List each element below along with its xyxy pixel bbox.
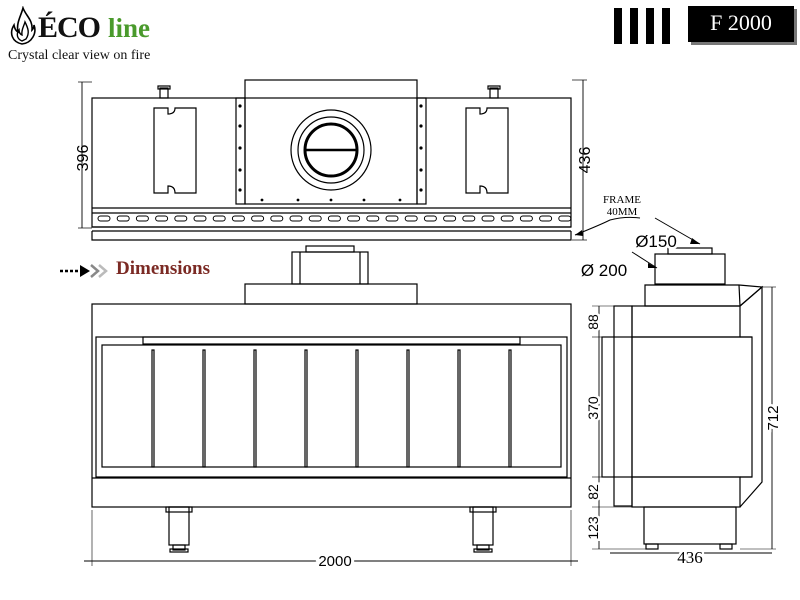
vent-slot	[462, 215, 476, 222]
flame-logo-icon	[10, 6, 36, 45]
dim-side-top: 88	[585, 314, 601, 330]
brand-line: line	[108, 13, 151, 43]
top-view-slot-left	[153, 107, 197, 194]
frame-note-line1: FRAME	[603, 194, 641, 206]
top-view-slot-right	[465, 107, 509, 194]
dim-top-height-left: 396	[75, 145, 92, 172]
vent-slot	[366, 215, 380, 222]
top-view-flue-outer	[290, 109, 372, 191]
vent-slot	[193, 215, 207, 222]
vent-slot	[97, 215, 111, 222]
dim-side-depth: 436	[677, 548, 703, 567]
front-glass-inner	[101, 344, 562, 468]
dimensions-arrow-icon	[60, 264, 108, 278]
vent-slot	[231, 215, 245, 222]
model-badge: F 2000	[688, 6, 794, 42]
front-leg-right	[472, 506, 494, 546]
front-top-box	[244, 283, 418, 305]
dim-flue-outer: Ø150	[635, 232, 677, 251]
vent-slot	[404, 215, 418, 222]
vent-slot	[539, 215, 553, 222]
side-base	[643, 506, 737, 545]
vent-slot	[327, 215, 341, 222]
glass-mullion	[508, 349, 512, 468]
vent-slot	[347, 215, 361, 222]
frame-note-line2: 40MM	[607, 206, 638, 218]
glass-mullion	[457, 349, 461, 468]
brand-eco: ÉCO	[38, 11, 101, 44]
vent-slot	[270, 215, 284, 222]
glass-mullion	[304, 349, 308, 468]
vent-slot	[443, 215, 457, 222]
dim-side-legs: 123	[585, 516, 601, 540]
top-view-flange-left	[235, 97, 246, 205]
vent-slot	[558, 215, 572, 222]
top-view-flange-right	[416, 97, 427, 205]
vent-slot	[500, 215, 514, 222]
vent-slot	[308, 215, 322, 222]
front-flue-collar	[291, 251, 369, 285]
brand-tagline: Crystal clear view on fire	[8, 48, 151, 63]
vent-slot	[385, 215, 399, 222]
vent-slot	[251, 215, 265, 222]
dim-side-glass: 370	[585, 396, 601, 420]
glass-mullion	[355, 349, 359, 468]
vent-slot	[135, 215, 149, 222]
side-glass-panel	[601, 336, 753, 478]
front-body	[91, 303, 572, 508]
vent-slot	[155, 215, 169, 222]
glass-mullion	[151, 349, 155, 468]
glass-mullion	[406, 349, 410, 468]
side-view	[592, 217, 776, 554]
stripes-decoration-icon	[614, 8, 670, 44]
vent-slot	[174, 215, 188, 222]
front-view	[84, 245, 578, 566]
vent-slot	[212, 215, 226, 222]
vent-slot	[116, 215, 130, 222]
front-leg-left	[168, 506, 190, 546]
vent-slot	[423, 215, 437, 222]
side-top-panel	[631, 305, 741, 338]
glass-mullion	[253, 349, 257, 468]
dim-side-lower: 82	[585, 484, 601, 500]
top-view-flue-inner	[297, 116, 365, 184]
glass-mullion	[202, 349, 206, 468]
vent-slot	[519, 215, 533, 222]
vent-slot	[289, 215, 303, 222]
dim-front-width: 2000	[318, 553, 351, 570]
vent-slot	[481, 215, 495, 222]
dimensions-title: Dimensions	[116, 258, 210, 279]
side-lower-panel	[631, 476, 741, 508]
dim-side-total: 712	[765, 405, 782, 430]
dim-flue-inner: Ø 200	[581, 261, 627, 280]
side-flue-collar	[654, 253, 726, 285]
front-glass-frame	[95, 336, 568, 478]
dim-top-height-right: 436	[577, 147, 594, 174]
top-view	[78, 79, 641, 241]
